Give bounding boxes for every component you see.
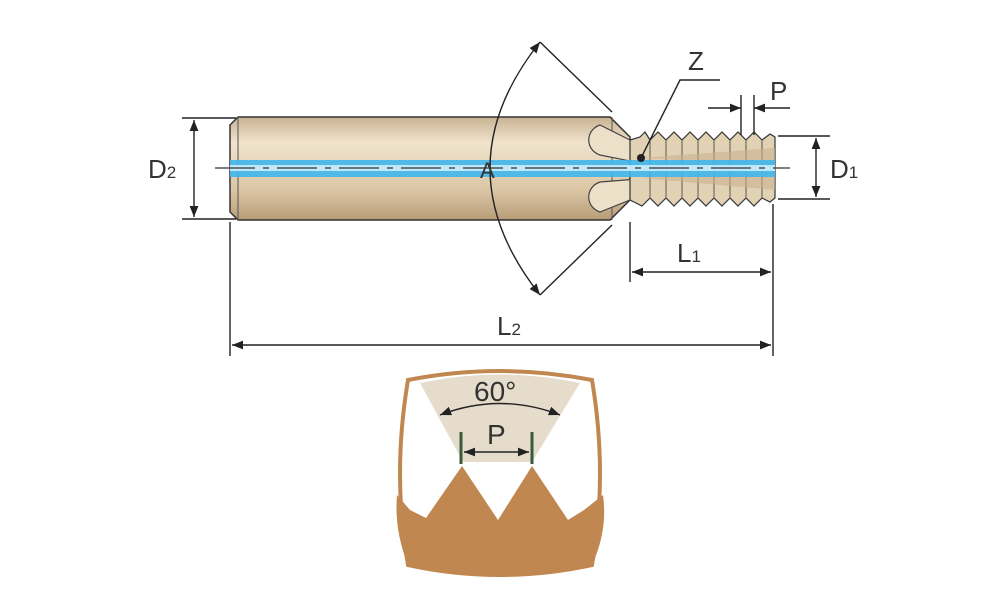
label-60-degree: 60° [474,376,516,407]
label-pitch: P [770,76,787,106]
label-z: Z [688,46,704,76]
label-a: A [480,158,495,183]
thread-profile-detail [396,369,605,577]
label-d2: D2 [148,154,176,184]
label-profile-pitch: P [487,419,506,450]
label-l2: L2 [497,311,521,341]
label-l1: L1 [677,238,701,268]
label-d1: D1 [830,154,858,184]
thread-teeth [396,466,605,575]
